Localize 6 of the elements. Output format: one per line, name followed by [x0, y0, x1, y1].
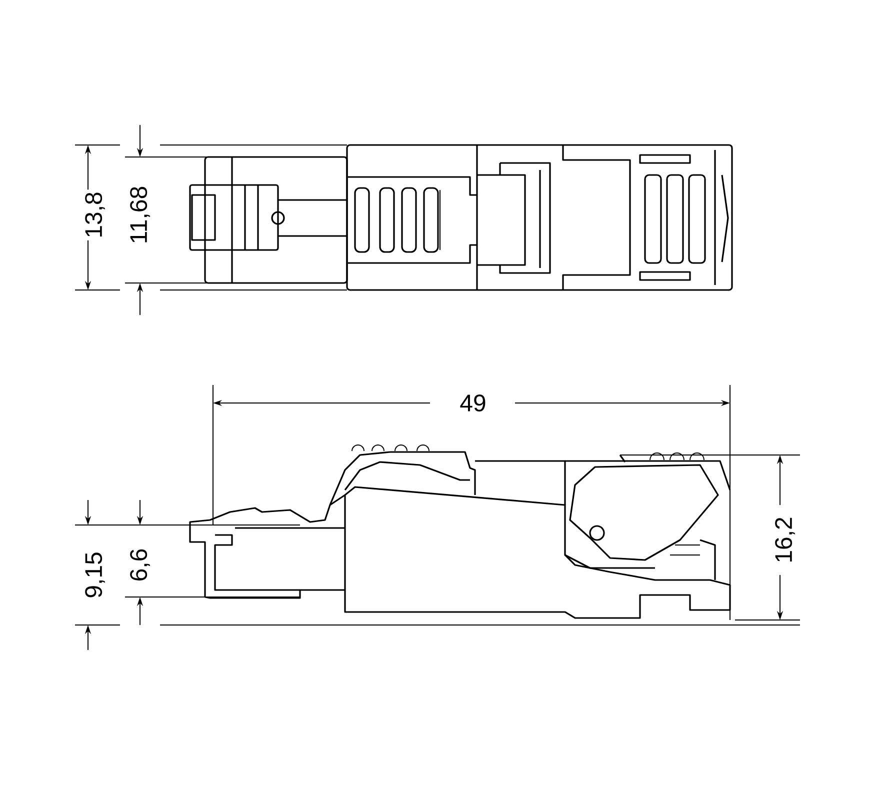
dimension-text: 9,15 — [83, 550, 107, 600]
dimension-text: 16,2 — [773, 514, 797, 566]
dimension-text: 13,8 — [83, 190, 107, 240]
dimension-text: 11,68 — [128, 184, 152, 246]
dimension-text: 49 — [458, 392, 488, 414]
dimension-text: 6,6 — [128, 546, 152, 584]
